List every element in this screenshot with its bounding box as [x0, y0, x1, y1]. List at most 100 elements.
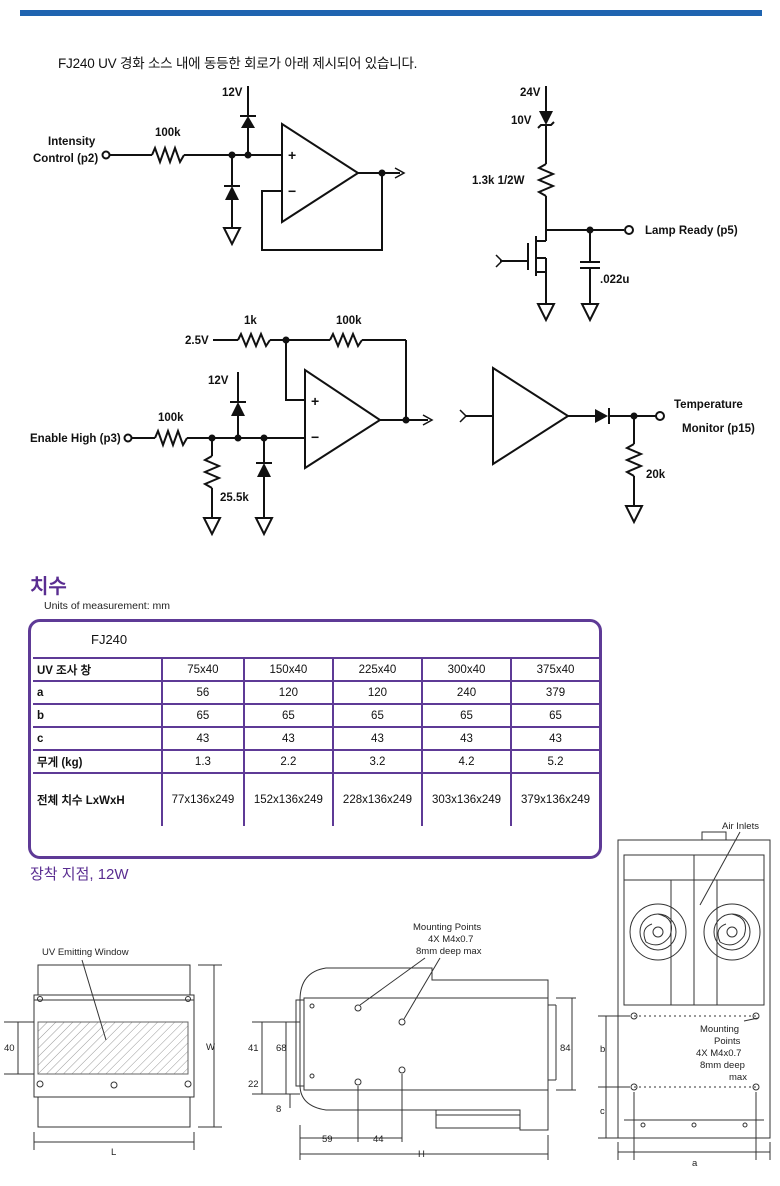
spec-cell: 77x136x249	[161, 772, 245, 826]
spec-cell: 303x136x249	[420, 772, 513, 826]
back-view: Air Inlets Mounting Points 4X M4x0.7 8mm…	[598, 821, 771, 1169]
dim-a: a	[692, 1158, 698, 1169]
spec-row-label: UV 조사 창	[33, 657, 163, 682]
spec-cell: 300x40	[420, 657, 513, 682]
dimensions-title: 치수	[30, 576, 67, 598]
intensity-label-2: Control (p2)	[33, 153, 98, 165]
spec-cell: 65	[161, 703, 245, 728]
v12-b-label: 12V	[208, 375, 229, 387]
back-mp-5: max	[729, 1072, 747, 1083]
spec-cell: 56	[161, 680, 245, 705]
dim-h: H	[418, 1149, 425, 1160]
r-20k-label: 20k	[646, 469, 666, 481]
svg-text:+: +	[311, 393, 319, 409]
front-view: UV Emitting Window 40 W L	[4, 947, 222, 1158]
temp-label-2: Monitor (p15)	[682, 423, 755, 435]
spec-cell: 379x136x249	[510, 772, 599, 826]
v25-label: 2.5V	[185, 335, 209, 347]
back-mp-3: 4X M4x0.7	[696, 1048, 741, 1059]
spec-cell: 379	[510, 680, 599, 705]
r-1k-label: 1k	[244, 315, 257, 327]
air-inlets-label: Air Inlets	[722, 821, 759, 832]
window-label: UV Emitting Window	[42, 947, 129, 958]
zener-10v-label: 10V	[511, 115, 532, 127]
side-mp-2: 4X M4x0.7	[428, 934, 473, 945]
r-100k-fb-label: 100k	[336, 315, 362, 327]
back-mp-4: 8mm deep	[700, 1060, 745, 1071]
side-mp-1: Mounting Points	[413, 922, 481, 933]
spec-cell: 43	[420, 726, 513, 751]
enable-label: Enable High (p3)	[30, 433, 121, 445]
spec-cell: 65	[420, 703, 513, 728]
spec-cell: 1.3	[161, 749, 245, 774]
spec-cell: 375x40	[510, 657, 599, 682]
spec-cell: 225x40	[331, 657, 423, 682]
dim-22: 22	[248, 1079, 259, 1090]
spec-cell: 152x136x249	[242, 772, 334, 826]
spec-cell: 65	[242, 703, 334, 728]
dim-b: b	[600, 1044, 605, 1055]
spec-cell: 120	[331, 680, 423, 705]
spec-row-label: 전체 치수 LxWxH	[33, 772, 163, 826]
dim-w: W	[206, 1042, 215, 1053]
dim-68: 68	[276, 1043, 287, 1054]
cap-label: .022u	[600, 274, 629, 286]
spec-cell: 65	[510, 703, 599, 728]
back-mp-1: Mounting	[700, 1024, 739, 1035]
v24-label: 24V	[520, 87, 541, 99]
v12-a-label: 12V	[222, 87, 243, 99]
spec-cell: 43	[510, 726, 599, 751]
dim-8: 8	[276, 1104, 281, 1115]
spec-cell: 43	[242, 726, 334, 751]
lamp-ready-label: Lamp Ready (p5)	[645, 225, 738, 237]
spec-row-label: 무게 (kg)	[33, 749, 163, 774]
mounting-title: 장착 지점, 12W	[30, 866, 129, 883]
svg-text:−: −	[311, 429, 319, 445]
spec-cell: 228x136x249	[331, 772, 423, 826]
r-intensity-label: 100k	[155, 127, 181, 139]
dim-59: 59	[322, 1134, 333, 1145]
top-accent-bar	[20, 10, 762, 16]
r-enable-label: 100k	[158, 412, 184, 424]
r-255k-label: 25.5k	[220, 492, 249, 504]
spec-cell: 3.2	[331, 749, 423, 774]
intro-text: FJ240 UV 경화 소스 내에 동등한 회로가 아래 제시되어 있습니다.	[58, 56, 418, 71]
dim-44: 44	[373, 1134, 384, 1145]
svg-text:+: +	[288, 147, 296, 163]
spec-cell: 75x40	[161, 657, 245, 682]
side-view: Mounting Points 4X M4x0.7 8mm deep max 4…	[248, 922, 576, 1160]
spec-cell: 43	[161, 726, 245, 751]
dim-c: c	[600, 1106, 605, 1117]
spec-row-label: c	[33, 726, 163, 751]
svg-text:−: −	[288, 183, 296, 199]
spec-cell: 240	[420, 680, 513, 705]
spec-cell: 5.2	[510, 749, 599, 774]
spec-row-label: b	[33, 703, 163, 728]
dim-41: 41	[248, 1043, 259, 1054]
circuit-diagrams: Intensity Control (p2) 100k 12V + − 24V …	[30, 86, 755, 537]
intensity-label-1: Intensity	[48, 136, 96, 148]
spec-cell: 43	[331, 726, 423, 751]
dim-l: L	[111, 1147, 116, 1158]
spec-cell: 150x40	[242, 657, 334, 682]
spec-cell: 2.2	[242, 749, 334, 774]
spec-row-label: a	[33, 680, 163, 705]
temp-label-1: Temperature	[674, 399, 743, 411]
dim-40: 40	[4, 1043, 15, 1054]
side-mp-3: 8mm deep max	[416, 946, 482, 957]
back-mp-2: Points	[714, 1036, 741, 1047]
units-note: Units of measurement: mm	[44, 600, 171, 612]
spec-cell: 4.2	[420, 749, 513, 774]
dim-84: 84	[560, 1043, 571, 1054]
r-lamp-label: 1.3k 1/2W	[472, 175, 525, 187]
spec-cell: 65	[331, 703, 423, 728]
